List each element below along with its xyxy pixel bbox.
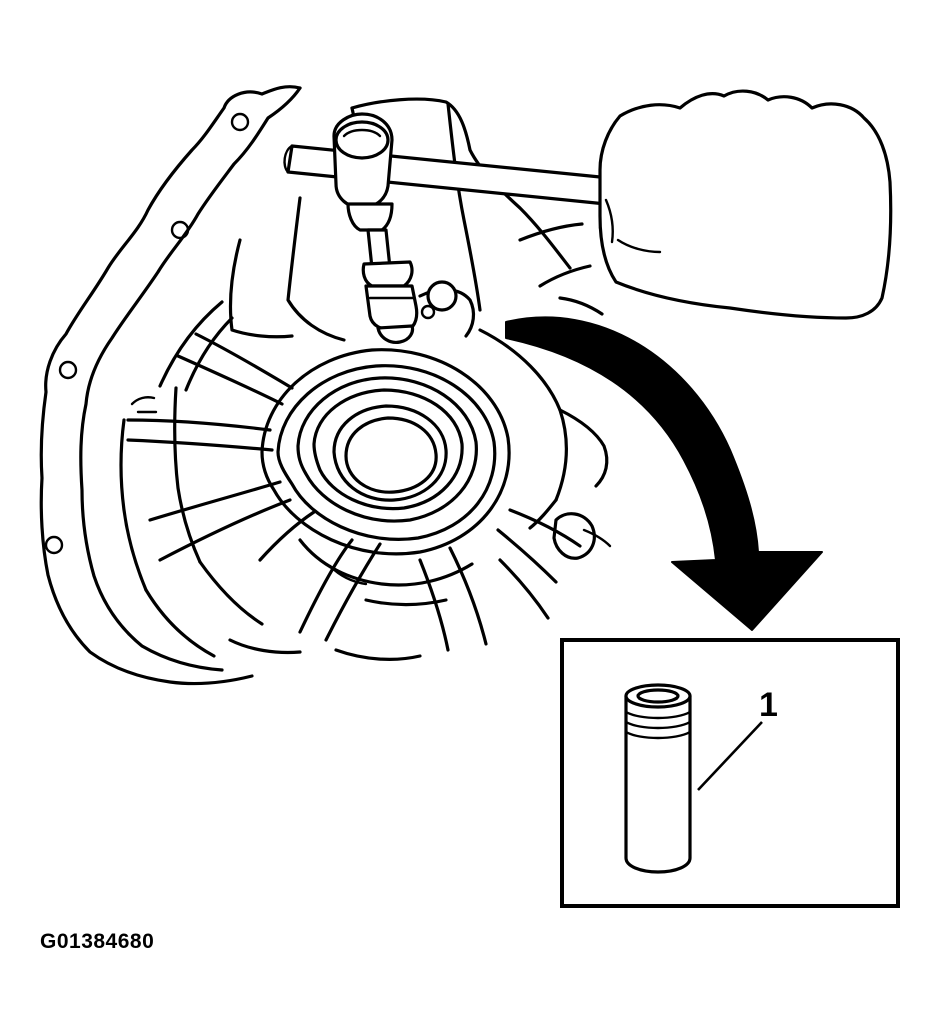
figure-code-label: G01384680: [40, 930, 155, 953]
callout-leader-line: [697, 721, 763, 791]
transmission-housing-icon: [39, 85, 612, 686]
socket-part-icon: [624, 683, 692, 874]
socket-wrench-icon: [283, 112, 612, 344]
hand-icon: [598, 89, 893, 320]
curved-arrow-icon: [505, 316, 823, 631]
callout-number-label: 1: [759, 686, 778, 724]
detail-box: [560, 638, 900, 908]
